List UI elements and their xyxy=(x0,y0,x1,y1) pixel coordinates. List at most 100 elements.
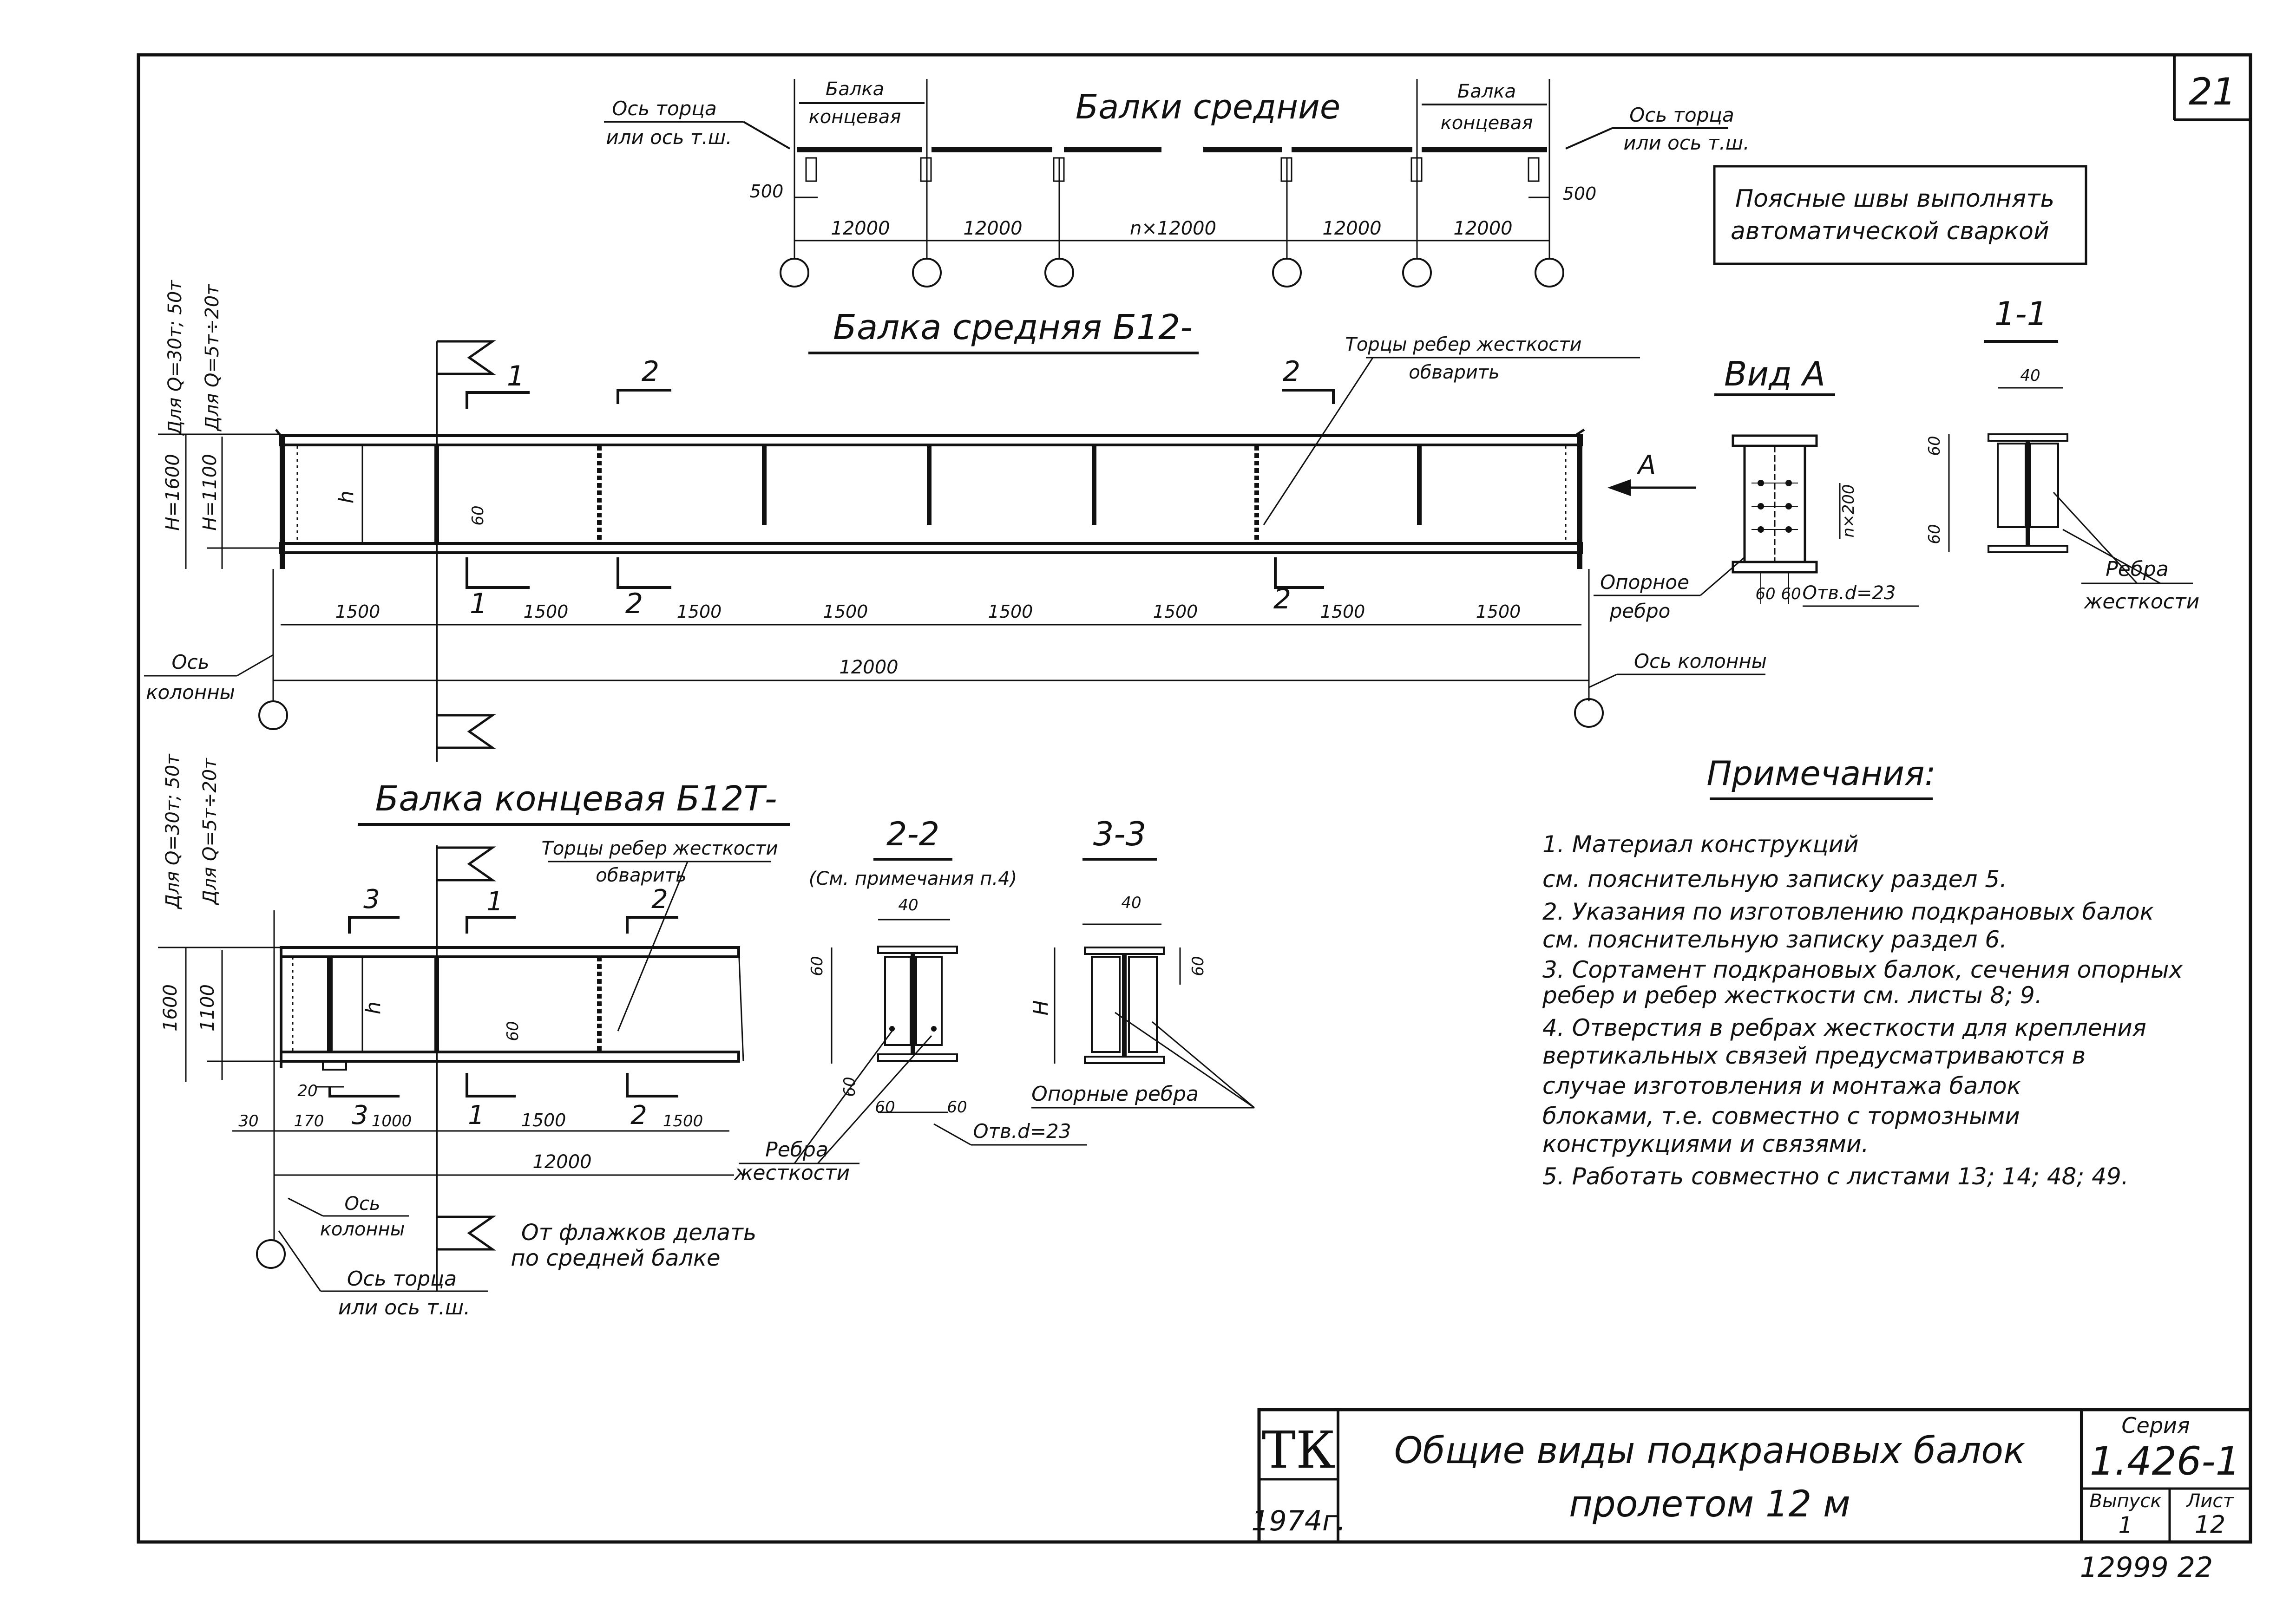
note-line-10: блоками, т.е. совместно с тормозными xyxy=(1542,1103,2020,1130)
welding-note-line-1: Поясные швы выполнять xyxy=(1735,185,2054,213)
section-2-2-ribs-2: жесткости xyxy=(734,1161,850,1185)
middle-span-6: 1500 xyxy=(1153,601,1198,622)
middle-left-axis-2: колонны xyxy=(146,681,235,704)
end-dim-170: 170 xyxy=(294,1112,324,1130)
top-scheme: Балки средние Балка концевая Балка конце… xyxy=(604,78,1750,287)
middle-section-mark-4: 1 xyxy=(470,588,487,620)
end-left-axis-1: Ось xyxy=(344,1193,380,1215)
middle-span-7: 1500 xyxy=(1320,601,1365,622)
section-1-1-dim-60a: 60 xyxy=(1925,436,1944,456)
middle-beam-stiffeners xyxy=(434,446,1422,542)
section-1-1-dim-40: 40 xyxy=(2020,366,2040,385)
right-end-beam-label: Балка xyxy=(1457,81,1516,102)
middle-section-mark-5: 2 xyxy=(625,588,643,620)
end-section-mark-1: 3 xyxy=(363,884,380,915)
right-end-beam-label-2: концевая xyxy=(1441,112,1533,134)
note-line-5: 3. Сортамент подкрановых балок, сечения … xyxy=(1542,956,2183,983)
section-1-1: 1-1 40 60 60 Ребра жесткости xyxy=(1925,295,2199,614)
end-end-axis-1: Ось торца xyxy=(347,1267,457,1291)
note-line-9: случае изготовления и монтажа балок xyxy=(1542,1072,2021,1099)
view-a-dim-60b: 60 xyxy=(1781,585,1801,603)
top-dim-3: n×12000 xyxy=(1130,218,1216,239)
left-end-beam-label-2: концевая xyxy=(809,106,901,128)
section-1-1-dim-60b: 60 xyxy=(1925,524,1944,544)
top-dim-1: 12000 xyxy=(831,218,890,239)
top-right-axis-label: Ось торца xyxy=(1629,104,1734,126)
middle-span-8: 1500 xyxy=(1476,601,1521,622)
top-dim-4: 12000 xyxy=(1322,218,1381,239)
end-section-mark-6: 2 xyxy=(630,1100,647,1130)
section-2-2-ribs-1: Ребра xyxy=(765,1138,828,1162)
welding-note-line-2: автоматической сваркой xyxy=(1731,217,2049,245)
middle-h-label: h xyxy=(335,490,358,503)
section-2-2: 2-2 (См. примечания п.4) 40 60 60 60 60 … xyxy=(734,815,1087,1185)
middle-section-mark-6: 2 xyxy=(1273,583,1291,615)
end-stiffener-note-1: Торцы ребер жесткости xyxy=(541,838,778,859)
middle-load-label-2: Для Q=5т÷20т xyxy=(202,284,223,432)
top-dim-5: 12000 xyxy=(1453,218,1512,239)
issue-number: 1 xyxy=(2119,1512,2133,1538)
end-dim-30: 30 xyxy=(238,1112,258,1130)
middle-span-3: 1500 xyxy=(677,601,722,622)
end-height-1: 1600 xyxy=(160,984,181,1032)
section-2-2-dim-60a: 60 xyxy=(808,956,827,976)
welding-note-box: Поясные швы выполнять автоматической сва… xyxy=(1713,165,2087,265)
series-number: 1.426-1 xyxy=(2090,1438,2240,1484)
sheet-corner-number: 21 xyxy=(2189,70,2236,113)
section-2-2-dim-60c: 60 xyxy=(875,1098,895,1117)
note-line-4: см. пояснительную записку раздел 6. xyxy=(1542,926,2007,953)
note-line-2: см. пояснительную записку раздел 5. xyxy=(1542,866,2007,893)
doc-number: 12999 22 xyxy=(2080,1551,2213,1584)
note-line-8: вертикальных связей предусматриваются в xyxy=(1542,1042,2086,1069)
left-end-beam-label: Балка xyxy=(826,78,884,100)
end-load-label-2: Для Q=5т÷20т xyxy=(199,758,221,906)
middle-section-mark-1: 1 xyxy=(507,360,525,392)
section-1-1-ribs-2: жесткости xyxy=(2084,590,2199,614)
section-2-2-dim-40: 40 xyxy=(898,896,918,915)
section-3-3-dim-40: 40 xyxy=(1121,894,1141,912)
middle-stiffener-note-1: Торцы ребер жесткости xyxy=(1345,334,1581,355)
view-a-dim-n200: n×200 xyxy=(1839,484,1858,538)
section-3-3-support-ribs: Опорные ребра xyxy=(1031,1082,1199,1106)
top-left-axis-label: Ось торца xyxy=(612,97,716,120)
top-offset-left: 500 xyxy=(750,181,784,202)
view-a-dim-60a: 60 xyxy=(1755,585,1775,603)
section-3-3-h-label: H xyxy=(1029,1000,1053,1015)
middle-span-1: 1500 xyxy=(335,601,380,622)
end-total: 12000 xyxy=(532,1151,591,1173)
end-dim-1500b: 1500 xyxy=(663,1112,703,1130)
title-line-1: Общие виды подкрановых балок xyxy=(1394,1430,2025,1472)
end-end-axis-2: или ось т.ш. xyxy=(338,1296,470,1320)
sheet-label: Лист xyxy=(2185,1490,2234,1512)
end-dim-60: 60 xyxy=(504,1021,522,1041)
note-line-11: конструкциями и связями. xyxy=(1542,1130,1869,1157)
section-2-2-holes xyxy=(889,1026,937,1032)
note-line-1: 1. Материал конструкций xyxy=(1542,831,1859,858)
end-beam-title: Балка концевая Б12Т- xyxy=(375,779,777,819)
middle-height-2: H=1100 xyxy=(199,454,221,530)
top-scheme-columns xyxy=(780,79,1564,287)
section-3-3: 3-3 40 H 60 Опорные ребра xyxy=(1029,815,1255,1109)
section-3-3-dim-60: 60 xyxy=(1189,956,1207,976)
section-2-2-note: (См. примечания п.4) xyxy=(809,868,1017,889)
top-offset-right: 500 xyxy=(1563,183,1597,204)
note-line-7: 4. Отверстия в ребрах жесткости для креп… xyxy=(1542,1014,2146,1041)
title-block: ТК 1974г. Общие виды подкрановых балок п… xyxy=(1251,1408,2252,1584)
view-a: Вид А n×200 Опорное ребро 60 60 Отв.d=23 xyxy=(1594,354,1919,622)
sheet-frame xyxy=(137,53,2252,1544)
title-year: 1974г. xyxy=(1251,1505,1345,1537)
end-beam: Балка концевая Б12Т- Для Q=30т; 50т Для … xyxy=(158,753,790,1320)
middle-right-axis: Ось колонны xyxy=(1634,650,1767,673)
top-left-axis-label-2: или ось т.ш. xyxy=(606,126,732,149)
note-line-3: 2. Указания по изготовлению подкрановых … xyxy=(1542,898,2154,925)
end-section-mark-2: 1 xyxy=(486,887,503,917)
end-dim-1000: 1000 xyxy=(372,1112,412,1130)
middle-span-4: 1500 xyxy=(823,601,868,622)
end-section-mark-4: 3 xyxy=(352,1100,368,1130)
middle-total: 12000 xyxy=(839,657,898,678)
title-org: ТК xyxy=(1262,1420,1336,1480)
series-label: Серия xyxy=(2121,1413,2190,1438)
view-a-holes-label: Отв.d=23 xyxy=(1803,582,1896,604)
end-dim-20: 20 xyxy=(297,1082,317,1100)
